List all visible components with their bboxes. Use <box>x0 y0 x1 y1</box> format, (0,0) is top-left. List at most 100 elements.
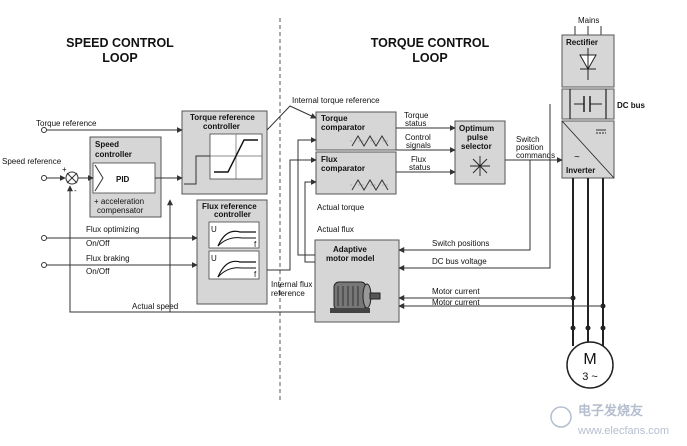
torque-comparator-title-l1: Torque <box>321 114 348 123</box>
torque-status-label-l2: status <box>405 119 426 128</box>
flux-optimizing-label-l2: On/Off <box>86 239 110 248</box>
motor-model-title-l1: Adaptive <box>333 245 367 254</box>
capacitor-icon <box>574 96 602 112</box>
ac-symbol-icon: ~ <box>574 152 580 163</box>
mains-label: Mains <box>578 16 599 25</box>
junction-cross-b <box>66 172 78 184</box>
internal-torque-ref-line <box>266 105 317 131</box>
dc-bus-block <box>561 88 615 120</box>
graph-u-top: U <box>211 225 217 234</box>
flux-status-label-l2: status <box>409 163 430 172</box>
flux-ref-controller-title-l2: controller <box>214 210 251 219</box>
switch-commands-label-l3: commands <box>516 151 555 160</box>
pulse-selector-title-l3: selector <box>461 142 492 151</box>
internal-flux-reference-label-l2: reference <box>271 289 305 298</box>
speed-ref-input-terminal <box>41 175 47 181</box>
switch-selector-icon <box>470 156 490 176</box>
torque-loop-heading-line2: LOOP <box>412 51 447 65</box>
flux-comparator-title-l2: comparator <box>321 164 365 173</box>
flux-status-label-l1: Flux <box>411 155 426 164</box>
flux-optimizing-graph <box>208 221 260 249</box>
diode-icon <box>579 48 597 80</box>
motor-current-label-1: Motor current <box>432 287 480 296</box>
internal-flux-ref-line <box>267 157 317 271</box>
terminal-1 <box>570 325 576 331</box>
torque-hysteresis-icon <box>350 135 390 147</box>
speed-controller-title-l1: Speed <box>95 140 119 149</box>
flux-braking-label-l1: Flux braking <box>86 254 130 263</box>
junction-plus-sign: + <box>62 165 67 174</box>
torque-ref-input-terminal <box>41 127 47 133</box>
pid-chevron-icon <box>94 164 104 192</box>
internal-flux-reference-label-l1: Internal flux <box>271 280 312 289</box>
inverter-label: Inverter <box>566 166 595 175</box>
dc-bus-label: DC bus <box>617 101 646 110</box>
actual-flux-label: Actual flux <box>317 225 354 234</box>
flux-opt-input-terminal <box>41 235 47 241</box>
watermark-url: www.elecfans.com <box>577 425 669 437</box>
watermark: 电子发烧友 www.elecfans.com <box>550 403 669 437</box>
graph-u-bottom: U <box>211 254 217 263</box>
graph-f-bottom: f <box>254 270 257 279</box>
flux-hysteresis-icon <box>350 179 390 191</box>
actual-flux-line <box>304 179 317 263</box>
torque-loop-heading-line1: TORQUE CONTROL <box>371 36 490 50</box>
acceleration-comp-l2: compensator <box>97 206 144 215</box>
flux-comparator-title-l1: Flux <box>321 155 338 164</box>
switch-positions-line <box>398 160 531 253</box>
flux-curve-top-b <box>217 237 256 247</box>
speed-loop-heading-line1: SPEED CONTROL <box>66 36 174 50</box>
acceleration-comp-l1: + acceleration <box>94 197 144 206</box>
torque-ref-inner-path <box>184 155 210 185</box>
motor-symbol <box>566 341 614 389</box>
flux-curve-top <box>217 230 256 247</box>
actual-speed-feedback-line <box>67 185 315 313</box>
motor-current-label-2: Motor current <box>432 298 480 307</box>
pid-label: PID <box>116 175 130 184</box>
internal-torque-reference-label: Internal torque reference <box>292 96 380 105</box>
watermark-cn: 电子发烧友 <box>578 403 643 418</box>
flux-braking-input-terminal <box>41 262 47 268</box>
terminal-2 <box>585 325 591 331</box>
flux-optimizing-label-l1: Flux optimizing <box>86 225 139 234</box>
motor-icon <box>330 281 381 313</box>
junction-minus-sign: - <box>74 186 77 195</box>
speed-reference-label: Speed reference <box>2 157 62 166</box>
terminal-3 <box>600 325 606 331</box>
flux-curve-bottom <box>217 260 256 278</box>
dc-bus-voltage-line <box>398 104 551 271</box>
torque-status-label-l1: Torque <box>404 111 429 120</box>
actual-speed-label: Actual speed <box>132 302 178 311</box>
graph-f-top: f <box>254 240 257 249</box>
flux-ref-controller-title-l1: Flux reference <box>202 202 257 211</box>
motor-model-title-l2: motor model <box>326 254 374 263</box>
inverter-diagonal <box>561 120 615 179</box>
flux-curve-bottom-b <box>217 267 256 278</box>
pulse-selector-title-l2: pulse <box>467 133 488 142</box>
torque-comparator-block <box>315 111 397 151</box>
actual-torque-label: Actual torque <box>317 203 365 212</box>
speed-loop-heading-line2: LOOP <box>102 51 137 65</box>
switch-commands-label-l2: position <box>516 143 544 152</box>
torque-comparator-title-l2: comparator <box>321 123 365 132</box>
rectifier-label: Rectifier <box>566 38 598 47</box>
dc-bus-voltage-label: DC bus voltage <box>432 257 487 266</box>
actual-torque-line <box>297 137 317 256</box>
motor-phases-label: 3 ~ <box>582 371 598 383</box>
control-signals-label-l2: signals <box>406 141 431 150</box>
torque-ref-controller-title-l2: controller <box>203 122 240 131</box>
flux-braking-label-l2: On/Off <box>86 267 110 276</box>
pulse-selector-title-l1: Optimum <box>459 124 494 133</box>
dc-symbol-icon <box>596 129 606 134</box>
flux-braking-graph <box>208 250 260 280</box>
switch-positions-label: Switch positions <box>432 239 489 248</box>
torque-reference-label: Torque reference <box>36 119 97 128</box>
switch-commands-label-l1: Switch <box>516 135 540 144</box>
speed-controller-title-l2: controller <box>95 150 132 159</box>
motor-m-label: M <box>583 351 596 368</box>
torque-ref-controller-title-l1: Torque reference <box>190 113 255 122</box>
control-signals-label-l1: Control <box>405 133 431 142</box>
flux-comparator-block <box>315 151 397 195</box>
